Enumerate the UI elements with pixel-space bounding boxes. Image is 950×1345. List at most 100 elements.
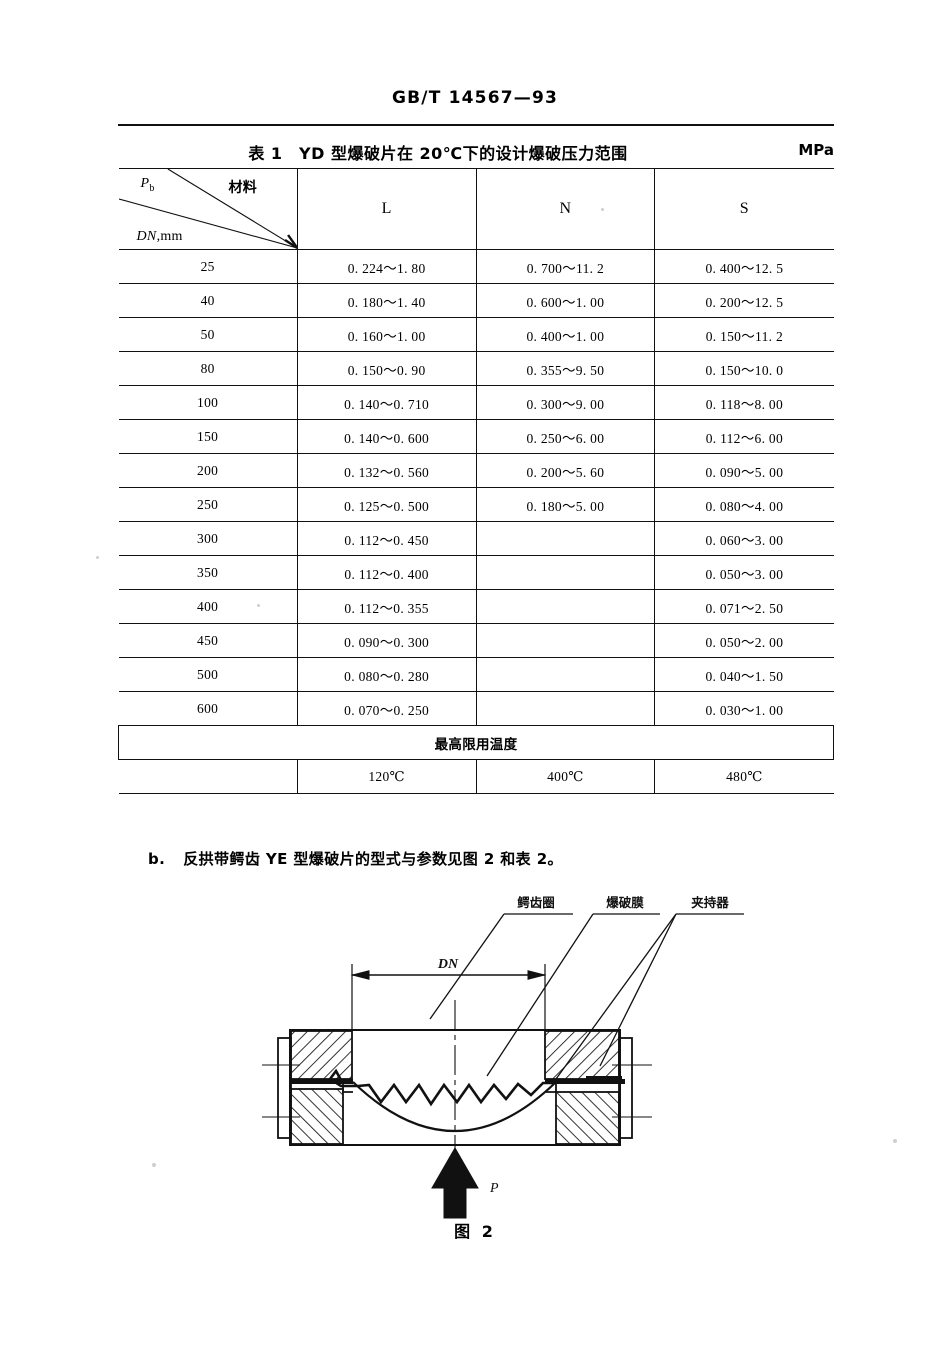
cell-dn: 450 bbox=[118, 623, 298, 658]
cell-S: 0. 200～12. 5 bbox=[654, 283, 834, 318]
cell-S: 0. 050～2. 00 bbox=[654, 623, 834, 658]
cell-S: 0. 112～6. 00 bbox=[654, 419, 834, 454]
cell-L: 0. 140～0. 710 bbox=[296, 385, 477, 420]
device-body bbox=[262, 1000, 652, 1180]
column-header-S: S bbox=[654, 168, 834, 250]
cell-S: 0. 090～5. 00 bbox=[654, 453, 834, 488]
cell-S: 0. 400～12. 5 bbox=[654, 249, 834, 284]
cell-dn: 500 bbox=[118, 657, 298, 692]
cell-dn: 80 bbox=[118, 351, 298, 386]
cell-dn: 40 bbox=[118, 283, 298, 318]
header-corner-cell: Pb 材料 DN,mm bbox=[118, 168, 298, 250]
cell-S: 0. 150～10. 0 bbox=[654, 351, 834, 386]
scan-speck bbox=[893, 1139, 897, 1143]
scan-speck bbox=[96, 556, 99, 559]
label-tooth-ring: 鳄齿圈 bbox=[517, 895, 555, 910]
cell-dn: 350 bbox=[118, 555, 298, 590]
cell-dn: 200 bbox=[118, 453, 298, 488]
cell-L: 0. 132～0. 560 bbox=[296, 453, 477, 488]
corner-material-label: 材料 bbox=[228, 180, 258, 196]
cell-N: 0. 180～5. 00 bbox=[475, 487, 656, 522]
cell-L: 0. 140～0. 600 bbox=[296, 419, 477, 454]
cell-S: 0. 071～2. 50 bbox=[654, 589, 834, 624]
scan-speck bbox=[257, 604, 260, 607]
max-temp-header: 最高限用温度 bbox=[118, 725, 834, 760]
cell-N bbox=[475, 521, 656, 556]
cell-N bbox=[475, 691, 656, 726]
cell-S: 0. 050～3. 00 bbox=[654, 555, 834, 590]
cell-dn: 25 bbox=[118, 249, 298, 284]
cell-dn: 250 bbox=[118, 487, 298, 522]
cell-N bbox=[475, 657, 656, 692]
cell-N: 0. 600～1. 00 bbox=[475, 283, 656, 318]
cell-temp-dn bbox=[118, 759, 298, 794]
cell-S: 0. 150～11. 2 bbox=[654, 317, 834, 352]
cell-L: 0. 112～0. 355 bbox=[296, 589, 477, 624]
svg-text:DN: DN bbox=[437, 957, 459, 972]
scan-speck bbox=[152, 1163, 156, 1167]
table-header-row: Pb 材料 DN,mm L N S bbox=[118, 168, 834, 250]
table-1-unit: MPa bbox=[798, 141, 834, 159]
label-holder: 夹持器 bbox=[691, 895, 729, 910]
scan-speck bbox=[601, 208, 604, 211]
cell-N: 0. 300～9. 00 bbox=[475, 385, 656, 420]
cell-N bbox=[475, 589, 656, 624]
cell-N: 0. 355～9. 50 bbox=[475, 351, 656, 386]
cell-dn: 300 bbox=[118, 521, 298, 556]
cell-S: 0. 118～8. 00 bbox=[654, 385, 834, 420]
corner-dn-label: DN,mm bbox=[136, 229, 183, 244]
cell-L: 0. 112～0. 450 bbox=[296, 521, 477, 556]
cell-dn: 150 bbox=[118, 419, 298, 454]
cell-N: 0. 400～1. 00 bbox=[475, 317, 656, 352]
note-text: 反拱带鳄齿 YE 型爆破片的型式与参数见图 2 和表 2。 bbox=[183, 850, 563, 868]
note-item-b: b. 反拱带鳄齿 YE 型爆破片的型式与参数见图 2 和表 2。 bbox=[148, 848, 563, 869]
cell-N: 0. 200～5. 60 bbox=[475, 453, 656, 488]
cell-S: 0. 060～3. 00 bbox=[654, 521, 834, 556]
header-rule bbox=[118, 124, 834, 126]
note-marker: b. bbox=[148, 850, 166, 868]
table-caption-row: 表 1 YD 型爆破片在 20℃下的设计爆破压力范围 MPa bbox=[118, 140, 834, 164]
cell-N: 0. 700～11. 2 bbox=[475, 249, 656, 284]
figure-2: 鳄齿圈 爆破膜 夹持器 DN bbox=[0, 880, 950, 1280]
table-header: Pb 材料 DN,mm L N S bbox=[118, 168, 834, 250]
max-temp-header-row: 最高限用温度 bbox=[118, 725, 834, 760]
cell-temp-N: 400℃ bbox=[475, 759, 656, 794]
column-header-N: N bbox=[475, 168, 656, 250]
cell-dn: 400 bbox=[118, 589, 298, 624]
dn-dimension: DN bbox=[350, 957, 547, 1030]
cell-S: 0. 030～1. 00 bbox=[654, 691, 834, 726]
figure-2-caption: 图 2 bbox=[454, 1222, 496, 1241]
column-header-L: L bbox=[296, 168, 477, 250]
cell-temp-L: 120℃ bbox=[296, 759, 477, 794]
cell-L: 0. 090～0. 300 bbox=[296, 623, 477, 658]
cell-dn: 100 bbox=[118, 385, 298, 420]
cell-L: 0. 125～0. 500 bbox=[296, 487, 477, 522]
svg-text:P: P bbox=[489, 1181, 499, 1196]
table-1-caption: 表 1 YD 型爆破片在 20℃下的设计爆破压力范围 bbox=[248, 144, 628, 163]
cell-L: 0. 224～1. 80 bbox=[296, 249, 477, 284]
corner-diagonal-lines bbox=[118, 169, 297, 249]
cell-N bbox=[475, 623, 656, 658]
cell-N bbox=[475, 555, 656, 590]
cell-L: 0. 160～1. 00 bbox=[296, 317, 477, 352]
pressure-arrow: P bbox=[431, 1146, 499, 1219]
corner-pressure-symbol: Pb bbox=[140, 176, 155, 194]
cell-L: 0. 180～1. 40 bbox=[296, 283, 477, 318]
cell-L: 0. 150～0. 90 bbox=[296, 351, 477, 386]
